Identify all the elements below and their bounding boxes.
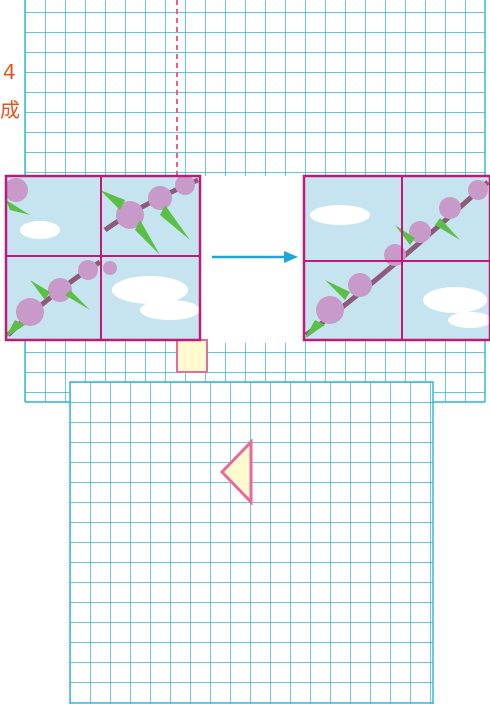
cloud-icon <box>20 221 60 239</box>
puzzle-after <box>304 176 490 340</box>
cloud-icon <box>112 276 188 304</box>
cloud-icon <box>423 287 487 313</box>
puzzle-before <box>4 175 200 340</box>
bottom-grid-sheet <box>70 382 433 704</box>
number-label: 4 <box>3 62 16 82</box>
character-label: 成 <box>0 100 20 120</box>
yellow-tab <box>177 340 207 372</box>
cloud-icon <box>310 205 370 225</box>
